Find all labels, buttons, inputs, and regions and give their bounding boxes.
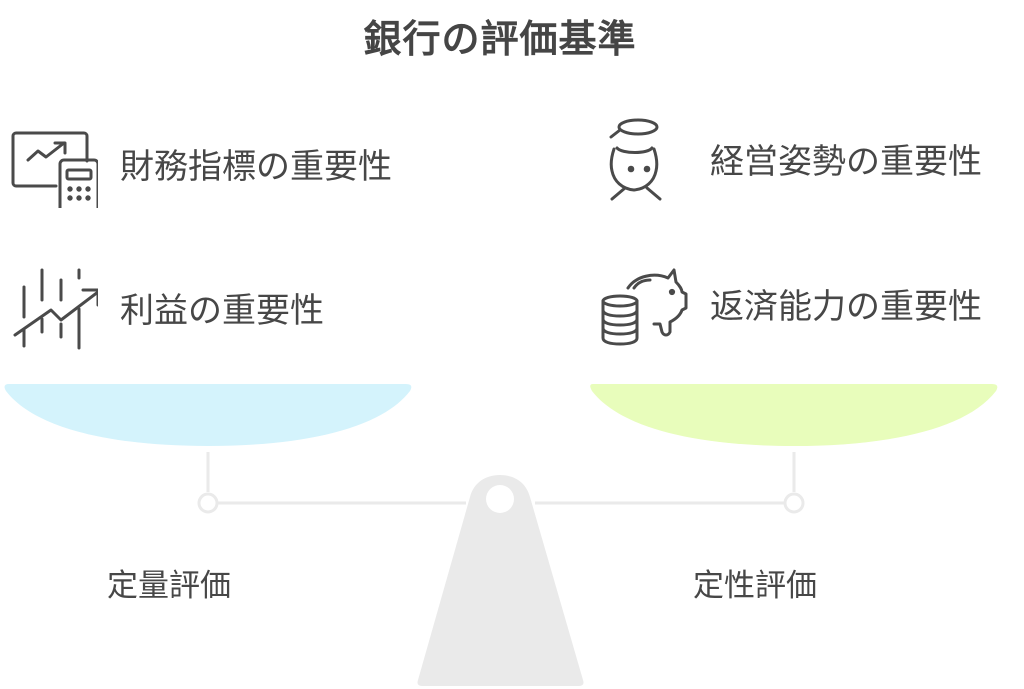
person-thinking-icon bbox=[609, 118, 662, 201]
item-financial-indicators: 財務指標の重要性 bbox=[8, 118, 392, 208]
left-scale-pan bbox=[4, 384, 412, 446]
item-label: 利益の重要性 bbox=[120, 290, 324, 331]
fulcrum bbox=[417, 475, 584, 686]
chart-calculator-icon bbox=[11, 131, 98, 208]
page-title: 銀行の評価基準 bbox=[363, 17, 637, 61]
item-label: 財務指標の重要性 bbox=[120, 146, 392, 187]
right-scale-pan bbox=[590, 384, 998, 446]
item-repayment-capacity: 返済能力の重要性 bbox=[598, 258, 982, 348]
item-profit: 利益の重要性 bbox=[8, 262, 324, 352]
fulcrum-hole bbox=[486, 485, 514, 513]
item-label: 返済能力の重要性 bbox=[710, 286, 982, 327]
piggy-bank-coins-icon bbox=[601, 268, 688, 346]
item-management-attitude: 経営姿勢の重要性 bbox=[598, 113, 982, 203]
right-category-label: 定性評価 bbox=[693, 568, 817, 604]
right-pivot bbox=[783, 492, 805, 514]
left-pivot bbox=[197, 492, 219, 514]
item-label: 経営姿勢の重要性 bbox=[710, 141, 982, 182]
left-category-label: 定量評価 bbox=[107, 568, 231, 604]
growth-chart-icon bbox=[13, 268, 98, 350]
